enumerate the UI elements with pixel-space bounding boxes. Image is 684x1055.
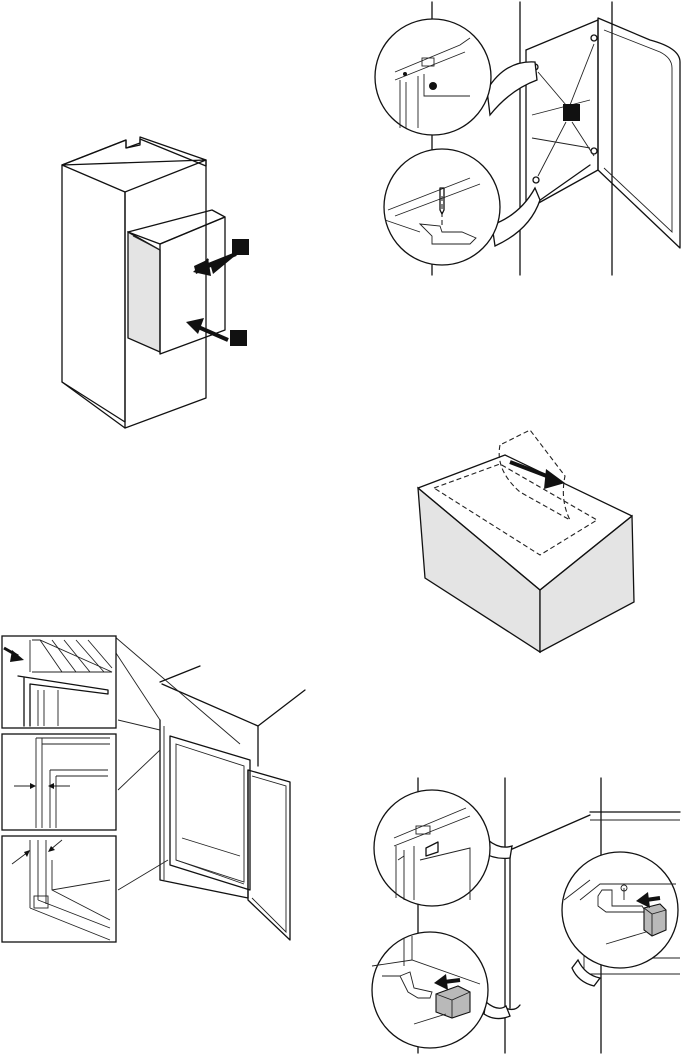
pointer-lines xyxy=(114,636,240,890)
step-marker-1 xyxy=(232,239,249,255)
detail-box-bottom xyxy=(2,836,116,942)
figure-fit-covers xyxy=(372,778,680,1053)
callout-bottom xyxy=(372,932,510,1048)
appliance-opening xyxy=(170,736,250,890)
callout-top xyxy=(374,790,512,906)
open-door xyxy=(248,770,290,940)
detail-box-top xyxy=(2,636,116,728)
figure-screw-fixing xyxy=(375,2,680,275)
zoom-callout-bottom xyxy=(384,149,540,265)
open-door xyxy=(598,18,680,248)
step-marker-screws xyxy=(563,104,580,121)
figure-cover-strip xyxy=(418,430,634,652)
zoom-callout-top xyxy=(375,19,537,135)
detail-box-middle xyxy=(2,734,116,830)
push-arrow-upper xyxy=(193,254,236,276)
step-marker-2 xyxy=(230,330,247,346)
figure-insert-appliance xyxy=(62,137,249,428)
kitchen-cabinet xyxy=(160,666,305,898)
callout-right xyxy=(562,852,678,986)
figure-door-gap-check xyxy=(2,636,305,942)
box xyxy=(418,455,634,652)
